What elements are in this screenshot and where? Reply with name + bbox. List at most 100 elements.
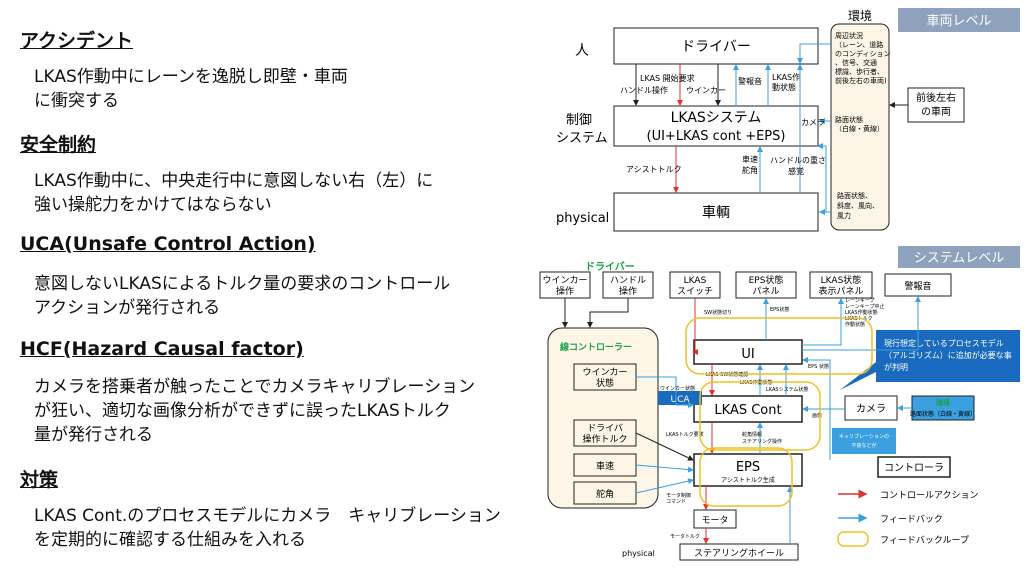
system-env-sub: 路面状態（白線・黄線）	[910, 410, 976, 418]
safety-line-1: LKAS作動中に、中央走行中に意図しない右（左）に	[34, 171, 434, 191]
env-road2-1: 路面状態、	[837, 191, 872, 200]
uca-title: UCA(Unsafe Control Action)	[20, 233, 316, 255]
vehicle-level-badge-text: 車両レベル	[926, 14, 991, 29]
camera-box	[844, 395, 898, 421]
lkas-system-box	[613, 105, 819, 147]
loop-eps	[699, 447, 793, 507]
winker-state-2: 状態	[596, 377, 614, 389]
driver-torque-1: ドライバ	[587, 423, 623, 434]
arrow-steer-eps	[635, 478, 694, 494]
level-human: 人	[575, 43, 589, 59]
lkas-system-label-1: LKASシステム	[671, 110, 762, 126]
handle-op-box	[602, 271, 654, 299]
eps-label: EPS	[736, 460, 760, 475]
lkas-line-4: LKASトルク	[845, 316, 873, 322]
callout-pointer	[840, 362, 876, 390]
arrow-handle-op	[587, 298, 629, 328]
wheel-box	[679, 543, 799, 561]
driver-torque-2: 操作トルク	[582, 433, 627, 445]
lkas-system-label-2: (UI+LKAS cont +EPS)	[647, 129, 786, 144]
lkas-cont-label: LKAS Cont	[714, 403, 781, 418]
vehicle-box-label: 車輌	[702, 204, 730, 221]
level-control-1: 制御	[566, 113, 592, 128]
measure-line-2: を定期的に確認する仕組みを入れる	[34, 530, 306, 550]
hcf-line-2: が狂い、適切な画像分析ができずに誤ったLKASトルク	[34, 401, 451, 421]
label-speed-1: 車速	[742, 154, 758, 164]
winker-op-2: 操作	[556, 285, 574, 297]
arrow-driver-torque	[635, 432, 694, 461]
lkas-switch-box	[669, 271, 721, 299]
system-env-box	[911, 395, 975, 421]
label-winker-state: ウインカー状態	[660, 385, 695, 392]
label-lkas-torque: LKASトルク要求	[666, 431, 704, 438]
callout-line-3: が判明	[884, 362, 908, 372]
eps-sub-label: アシストトルク生成	[721, 476, 775, 484]
label-handle-state-1: ハンドルの重さ	[770, 155, 826, 165]
controller-box	[877, 456, 951, 478]
label-steer-2: ステアリング操作	[742, 438, 782, 445]
env-road2-3: 風力	[837, 211, 851, 220]
lkas-switch-1: LKAS	[684, 276, 707, 286]
label-steer-1: 舵角情報	[742, 431, 762, 438]
winker-op-1: ウインカー	[542, 275, 587, 286]
eps-panel-1: EPS状態	[749, 274, 784, 286]
system-level-diagram: システムレベル ドライバー ウインカー 操作 ハンドル 操作 LKAS スイッチ…	[539, 246, 1020, 561]
system-level-badge-text: システムレベル	[914, 251, 1005, 266]
env-line-4: 、信号、交通	[835, 58, 877, 67]
env-line-2: （レーン、道路	[835, 40, 883, 49]
env-road2-2: 斜度、風向、	[837, 201, 879, 210]
alarm-label: 警報音	[904, 280, 931, 292]
label-speed-2: 舵角	[742, 165, 758, 175]
arrow-switch-ui	[692, 298, 698, 355]
steer-angle-label: 舵角	[596, 488, 614, 500]
system-physical-label: physical	[622, 549, 655, 558]
arrow-ui-lkas-panel	[802, 298, 844, 346]
controller-label: コントローラ	[884, 462, 944, 474]
legend-feedback: フィードバック	[880, 514, 943, 525]
label-lkas-sys: LKASシステム状態	[766, 386, 808, 393]
lkas-panel-2: 表示パネル	[818, 285, 863, 297]
lkas-panel-1: LKAS状態	[821, 274, 862, 286]
lkas-line-3: LKAS作動状態	[845, 309, 878, 316]
driver-box	[613, 27, 819, 65]
measure-title: 対策	[20, 469, 59, 491]
label-motor-torque: モータトルク	[670, 533, 700, 540]
env-line-3: のコンディション	[835, 49, 891, 58]
loop-ui	[685, 317, 873, 375]
vehicle-level-badge	[898, 8, 1020, 32]
lkas-line-5: 作動状態	[845, 321, 865, 328]
callout-line-2: （アルゴリズム）に追加が必要な事	[884, 350, 1012, 360]
ui-box	[693, 339, 803, 365]
label-img: 画像	[812, 412, 822, 419]
eps-panel-2: パネル	[752, 286, 779, 297]
legend-loop: フィードバックループ	[880, 535, 969, 546]
driver-torque-box	[573, 419, 637, 447]
winker-state-box	[573, 363, 637, 391]
label-assist: アシストトルク	[626, 165, 682, 174]
system-env-label: 環境	[936, 398, 950, 407]
motor-box	[693, 509, 737, 529]
wheel-label: ステアリングホイール	[694, 547, 784, 559]
lkas-line-2: レーンキープ中止	[845, 303, 884, 310]
label-lkas-state-1: LKAS作	[772, 72, 800, 82]
system-level-badge	[898, 246, 1020, 268]
driver-box-label: ドライバー	[681, 39, 751, 55]
label-eps-state: EPS状態	[770, 306, 789, 313]
accident-line-2: に衝突する	[34, 91, 119, 111]
arrow-winker-state	[636, 376, 694, 408]
calib-note-2: 不良などが	[851, 442, 876, 449]
lkas-line-1: レーンキープ	[845, 298, 874, 304]
lkas-switch-2: スイッチ	[677, 286, 713, 297]
safety-line-2: 強い操舵力をかけてはならない	[34, 195, 272, 215]
front-rear-box	[907, 87, 965, 123]
accident-title: アクシデント	[20, 30, 134, 52]
ui-label: UI	[741, 347, 754, 362]
label-alarm: 警報音	[738, 76, 762, 86]
accident-line-1: LKAS作動中にレーンを逸脱し即壁・車両	[34, 67, 348, 87]
arrow-env-driver	[797, 43, 831, 64]
label-lkas-state-2: 動状態	[772, 82, 796, 92]
legend-control: コントロールアクション	[880, 490, 979, 501]
label-camera: カメラ	[801, 118, 825, 127]
uca-line-1: 意図しないLKASによるトルク量の要求のコントロール	[34, 274, 451, 294]
